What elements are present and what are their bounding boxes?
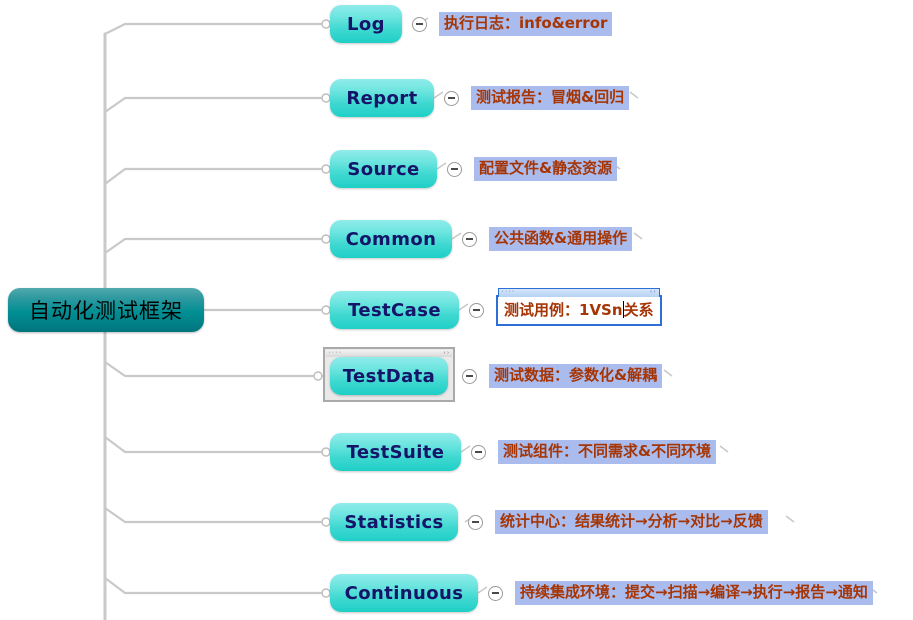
node-common[interactable]: Common xyxy=(330,220,452,258)
minus-icon[interactable] xyxy=(412,16,427,32)
selection-titlebar: ···· ‹› xyxy=(326,350,452,357)
node-wrap-testsuite: TestSuite xyxy=(330,433,461,471)
node-testcase-label: TestCase xyxy=(348,299,441,321)
selection-resize-dots: ‹› xyxy=(442,350,450,356)
node-statistics[interactable]: Statistics xyxy=(330,503,458,541)
node-continuous[interactable]: Continuous xyxy=(330,574,478,612)
note-editor-titlebar: ···· ‹› xyxy=(498,287,660,297)
node-testdata-label: TestData xyxy=(342,365,436,387)
node-source-label: Source xyxy=(347,158,420,180)
branch-source: Source 配置文件&静态资源 xyxy=(330,150,618,188)
note-testdata[interactable]: 测试数据：参数化&解耦 xyxy=(489,364,663,388)
text-caret xyxy=(622,300,624,318)
node-wrap-report: Report xyxy=(330,79,434,117)
node-testcase[interactable]: TestCase xyxy=(330,291,459,329)
note-report[interactable]: 测试报告：冒烟&回归 xyxy=(471,86,630,110)
minus-icon[interactable] xyxy=(488,585,503,601)
note-log[interactable]: 执行日志：info&error xyxy=(439,12,613,36)
node-continuous-label: Continuous xyxy=(344,582,464,604)
note-text-before-caret: 测试用例：1VSn xyxy=(504,300,623,319)
note-testcase-editor[interactable]: ···· ‹› 测试用例：1VSn关系 xyxy=(496,287,662,326)
minus-icon[interactable] xyxy=(468,514,483,530)
node-statistics-label: Statistics xyxy=(344,511,444,533)
branch-common: Common 公共函数&通用操作 xyxy=(330,220,633,258)
node-source[interactable]: Source xyxy=(330,150,437,188)
node-wrap-testdata: ···· ‹› TestData xyxy=(323,347,455,402)
node-wrap-common: Common xyxy=(330,220,452,258)
node-wrap-statistics: Statistics xyxy=(330,503,458,541)
branch-statistics: Statistics 统计中心：结果统计→分析→对比→反馈 xyxy=(330,503,768,541)
note-testsuite[interactable]: 测试组件：不同需求&不同环境 xyxy=(498,440,717,464)
note-statistics[interactable]: 统计中心：结果统计→分析→对比→反馈 xyxy=(495,510,768,534)
minus-icon[interactable] xyxy=(471,444,486,460)
node-wrap-source: Source xyxy=(330,150,437,188)
node-wrap-continuous: Continuous xyxy=(330,574,478,612)
note-common[interactable]: 公共函数&通用操作 xyxy=(489,227,633,251)
note-text-after-caret: 关系 xyxy=(623,300,654,319)
node-log-label: Log xyxy=(347,13,385,35)
note-source[interactable]: 配置文件&静态资源 xyxy=(474,157,618,181)
node-report-label: Report xyxy=(346,87,418,109)
branch-report: Report 测试报告：冒烟&回归 xyxy=(330,79,630,117)
editor-resize-dots: ‹› xyxy=(649,289,657,295)
node-testsuite[interactable]: TestSuite xyxy=(330,433,461,471)
root-node[interactable]: 自动化测试框架 xyxy=(8,288,204,332)
node-testsuite-label: TestSuite xyxy=(346,441,445,463)
root-node-label: 自动化测试框架 xyxy=(29,299,183,323)
minus-icon[interactable] xyxy=(447,161,462,177)
node-wrap-testcase: TestCase xyxy=(330,291,459,329)
node-testdata[interactable]: TestData xyxy=(330,357,448,395)
note-testcase-text: 测试用例：1VSn关系 xyxy=(504,300,654,320)
node-report[interactable]: Report xyxy=(330,79,434,117)
note-continuous[interactable]: 持续集成环境：提交→扫描→编译→执行→报告→通知 xyxy=(515,581,873,605)
node-log[interactable]: Log xyxy=(330,5,402,43)
branch-testcase: TestCase ···· ‹› 测试用例：1VSn关系 xyxy=(330,287,662,329)
selection-grip-dots: ···· xyxy=(328,350,343,356)
branch-testsuite: TestSuite 测试组件：不同需求&不同环境 xyxy=(330,433,717,471)
node-common-label: Common xyxy=(345,228,437,250)
minus-icon[interactable] xyxy=(462,231,477,247)
editor-grip-dots: ···· xyxy=(501,289,516,295)
branch-log: Log 执行日志：info&error xyxy=(330,5,613,43)
minus-icon[interactable] xyxy=(444,90,459,106)
minus-icon[interactable] xyxy=(462,368,477,384)
node-wrap-log: Log xyxy=(330,5,402,43)
branch-continuous: Continuous 持续集成环境：提交→扫描→编译→执行→报告→通知 xyxy=(330,574,873,612)
branch-testdata: ···· ‹› TestData 测试数据：参数化&解耦 xyxy=(323,347,663,402)
minus-icon[interactable] xyxy=(469,302,484,318)
